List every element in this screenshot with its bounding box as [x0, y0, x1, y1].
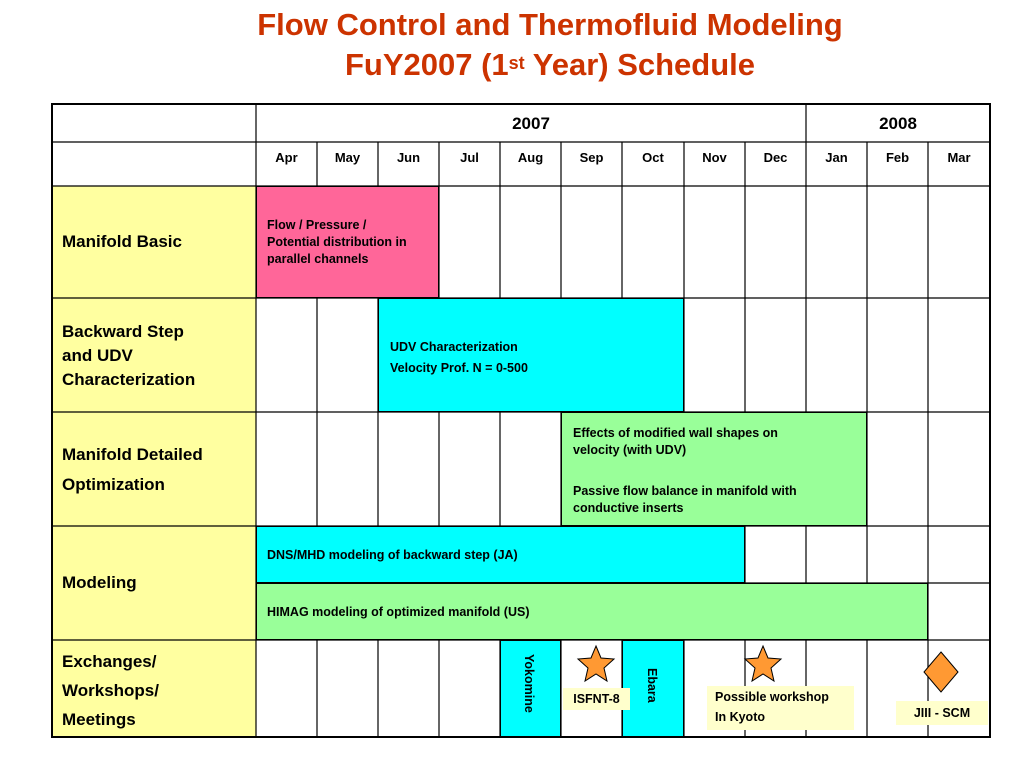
month-may: May — [334, 150, 361, 165]
event-yokomine-bar — [500, 640, 561, 737]
task-himag-text: HIMAG modeling of optimized manifold (US… — [267, 605, 530, 619]
row-label-exchanges: Exchanges/ Workshops/ Meetings — [62, 647, 159, 734]
row-label-modeling-text: Modeling — [62, 573, 137, 592]
month-aug: Aug — [517, 150, 544, 165]
task-udv-line-2: Velocity Prof. N = 0-500 — [390, 361, 528, 375]
title-line-2-pre: FuY2007 (1 — [344, 47, 509, 82]
title-line-2-post: Year) Schedule — [524, 47, 756, 82]
row-label-backward-step-line-2: and UDV — [62, 346, 133, 365]
row-label-manifold-detailed: Manifold Detailed Optimization — [62, 440, 203, 500]
callout-isfnt-text: ISFNT-8 — [573, 692, 620, 706]
month-jan: Jan — [825, 150, 848, 165]
task-flow-pressure-line-2: Potential distribution in — [267, 235, 407, 249]
row-label-bg-1 — [52, 186, 256, 298]
row-label-bg-5 — [52, 640, 256, 737]
task-passive-line-1: Passive flow balance in manifold with — [573, 484, 797, 498]
diamond-icon-mar — [923, 651, 959, 693]
month-oct: Oct — [642, 150, 664, 165]
star-icon-sep — [576, 644, 616, 683]
row-label-bg-3 — [52, 412, 256, 526]
callout-jiii-text: JIII - SCM — [913, 706, 971, 720]
year-2007: 2007 — [512, 114, 550, 133]
year-2008: 2008 — [879, 114, 917, 133]
row-label-backward-step-line-1: Backward Step — [62, 322, 184, 341]
row-label-manifold-detailed-line-1: Manifold Detailed — [62, 445, 203, 464]
event-ebara-bar — [622, 640, 684, 737]
title-line-2-sup: st — [508, 53, 525, 73]
row-label-manifold-basic-text: Manifold Basic — [62, 232, 182, 251]
task-flow-pressure-line-3: parallel channels — [267, 252, 369, 266]
title-line-1: Flow Control and Thermofluid Modeling — [257, 7, 843, 42]
task-dns-text: DNS/MHD modeling of backward step (JA) — [267, 548, 518, 562]
callout-isfnt: ISFNT-8 — [563, 688, 630, 710]
event-yokomine-label: Yokomine — [522, 654, 536, 713]
title-line-2: FuY2007 (1st Year) Schedule — [0, 46, 1024, 84]
task-flow-pressure-line-1: Flow / Pressure / — [267, 218, 367, 232]
month-mar: Mar — [947, 150, 971, 165]
task-himag: HIMAG modeling of optimized manifold (US… — [256, 583, 928, 640]
callout-workshop-line-1: Possible workshop — [715, 690, 829, 704]
task-dns: DNS/MHD modeling of backward step (JA) — [256, 526, 745, 583]
callout-jiii: JIII - SCM — [896, 701, 988, 725]
task-udv-line-1: UDV Characterization — [390, 340, 518, 354]
row-label-backward-step: Backward Step and UDV Characterization — [62, 320, 195, 392]
task-udv: UDV Characterization Velocity Prof. N = … — [378, 298, 684, 412]
month-feb: Feb — [885, 150, 910, 165]
month-jul: Jul — [460, 150, 479, 165]
star-icon-dec — [743, 644, 783, 683]
month-apr: Apr — [275, 150, 298, 165]
callout-workshop-line-2: In Kyoto — [715, 710, 765, 724]
row-label-manifold-detailed-line-2: Optimization — [62, 475, 165, 494]
event-ebara-label: Ebara — [645, 668, 659, 703]
month-jun: Jun — [396, 150, 421, 165]
task-effects-passive: Effects of modified wall shapes on veloc… — [561, 412, 867, 526]
row-label-exchanges-line-2: Workshops/ — [62, 681, 159, 700]
task-flow-pressure: Flow / Pressure / Potential distribution… — [256, 186, 439, 298]
row-label-exchanges-line-3: Meetings — [62, 710, 136, 729]
row-label-bg-4 — [52, 526, 256, 640]
row-label-manifold-basic: Manifold Basic — [62, 230, 182, 254]
task-passive-line-2: conductive inserts — [573, 501, 684, 515]
month-sep: Sep — [579, 150, 604, 165]
task-effects-line-2: velocity (with UDV) — [573, 443, 687, 457]
row-label-exchanges-line-1: Exchanges/ — [62, 652, 157, 671]
month-nov: Nov — [702, 150, 727, 165]
row-label-modeling: Modeling — [62, 571, 137, 595]
row-label-backward-step-line-3: Characterization — [62, 370, 196, 389]
row-label-bg-2 — [52, 298, 256, 412]
callout-workshop: Possible workshop In Kyoto — [707, 686, 854, 730]
task-effects-line-1: Effects of modified wall shapes on — [573, 426, 778, 440]
month-dec: Dec — [763, 150, 788, 165]
